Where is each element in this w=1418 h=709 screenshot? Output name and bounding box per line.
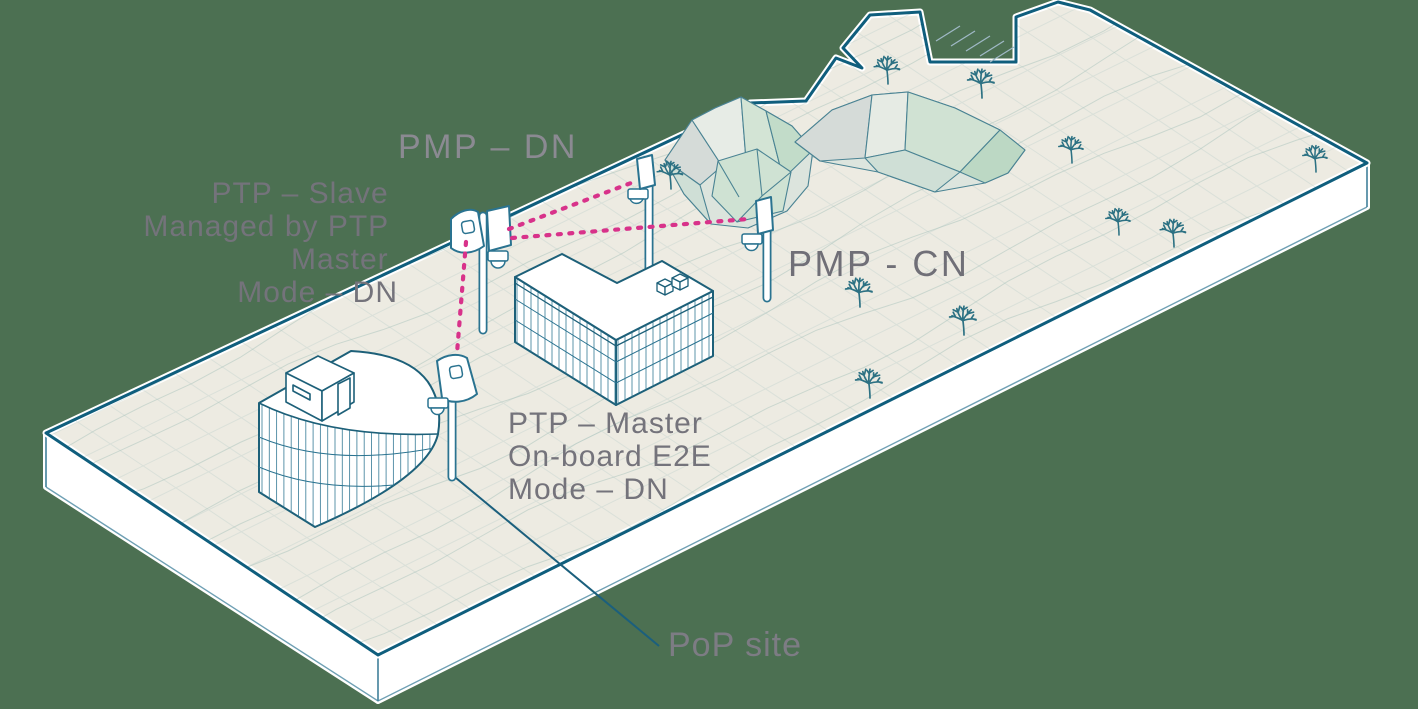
pop-leader-line [455, 477, 660, 647]
label-pop-site: PoP site [668, 626, 802, 664]
label-ptp-slave-block: PTP – Slave Managed by PTP Master Mode –… [143, 177, 398, 309]
camera-dome-icon [490, 260, 506, 269]
antenna-feed [448, 364, 464, 380]
antenna-panel-icon [755, 196, 774, 235]
roof-fascia [514, 282, 714, 347]
link-dn-to-pmp-dn [506, 180, 634, 232]
pmp-cn-pole [741, 196, 774, 303]
antenna-feed [460, 219, 476, 235]
roof [514, 253, 714, 341]
hut-door [337, 377, 351, 416]
cliff-hatch [935, 25, 1015, 63]
slab-corner-edges [45, 163, 1368, 701]
ptp-slave-dn-pole [450, 205, 512, 335]
camera-dome-icon [744, 243, 759, 252]
pop-site-pole [427, 353, 478, 482]
rooftop-hut [285, 355, 355, 422]
mount-bracket [627, 188, 649, 200]
pmp-dn-pole [627, 154, 656, 277]
link-dn-to-pop [454, 239, 469, 356]
terrain-edge [44, 0, 1369, 657]
label-pmp-cn: PMP - CN [788, 243, 969, 284]
hill-right [794, 91, 1026, 193]
window-mullions [261, 403, 431, 527]
antenna-panel-icon [486, 205, 512, 252]
label-pmp-dn: PMP – DN [398, 128, 578, 166]
floor-lines [514, 298, 714, 384]
building-l-shaped [514, 253, 714, 406]
rooftop-units [656, 273, 689, 296]
roof-edge [258, 402, 439, 436]
camera-dome-icon [628, 198, 645, 205]
building-curved [258, 350, 441, 528]
antenna-panel-icon [636, 154, 656, 190]
mount-bracket [487, 250, 509, 262]
wireless-links [454, 180, 751, 356]
camera-dome-icon [430, 407, 445, 416]
link-dn-to-pmp-cn [509, 216, 751, 241]
window-mullions [617, 291, 710, 405]
mount-bracket [741, 233, 763, 245]
label-ptp-master-block: PTP – Master On-board E2E Mode – DN [508, 407, 721, 506]
mount-bracket [427, 397, 449, 409]
hut-vent [292, 384, 311, 401]
window-mullions [516, 277, 616, 405]
